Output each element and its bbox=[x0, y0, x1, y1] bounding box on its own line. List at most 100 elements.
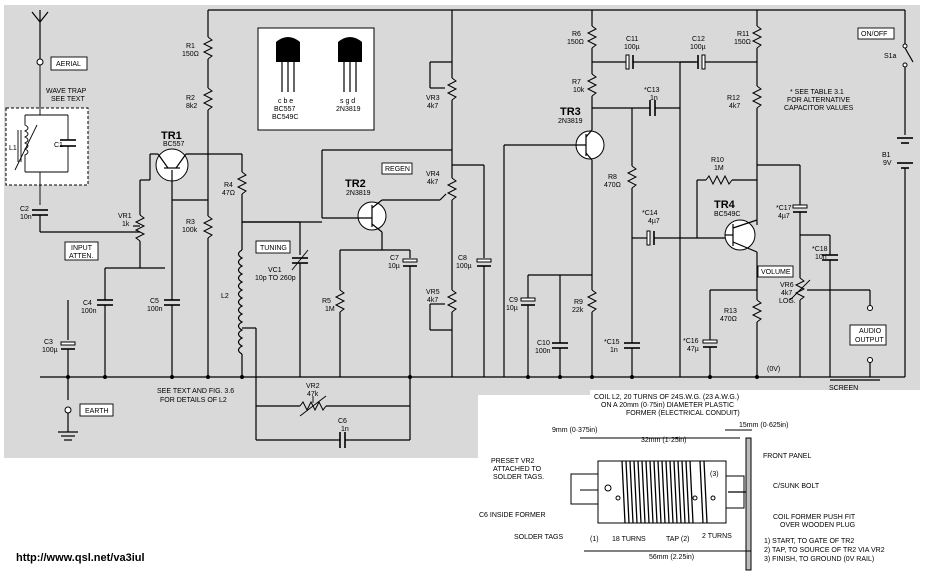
l2-note: SEE TEXT AND FIG. 3.6 bbox=[157, 388, 234, 395]
dim-15mm: 15mm (0·625in) bbox=[739, 422, 788, 429]
potentiometer-vr1 bbox=[133, 180, 146, 268]
vr4-value: 4k7 bbox=[427, 179, 438, 186]
resistor-r13 bbox=[710, 289, 763, 377]
push-fit-label-2: OVER WOODEN PLUG bbox=[780, 522, 855, 529]
resistor-r1 bbox=[202, 10, 214, 60]
capacitor-c2 bbox=[32, 209, 140, 233]
c10-value: 100n bbox=[535, 348, 551, 355]
volume-label: VOLUME bbox=[761, 269, 791, 276]
capacitor-c15 bbox=[624, 342, 640, 377]
capacitor-c8 bbox=[476, 165, 492, 377]
c12-value: 100µ bbox=[690, 44, 706, 51]
switch-s1a bbox=[902, 10, 914, 135]
potentiometer-vr5 bbox=[429, 289, 458, 377]
tuning-box bbox=[255, 240, 291, 254]
tr4-label: TR4 bbox=[714, 199, 736, 211]
resistor-r9 bbox=[586, 289, 598, 377]
turns-18-label: 18 TURNS bbox=[612, 536, 646, 543]
capacitor-c10 bbox=[552, 275, 568, 377]
capacitor-c12 bbox=[680, 54, 757, 70]
table-note-3: CAPACITOR VALUES bbox=[784, 105, 854, 112]
regen-label: REGEN bbox=[385, 166, 410, 173]
c18-label: *C18 bbox=[812, 246, 828, 253]
push-fit-label: COIL FORMER PUSH FIT bbox=[773, 514, 856, 521]
input-atten-label: INPUT bbox=[71, 245, 93, 252]
schematic-background bbox=[4, 5, 920, 458]
capacitor-c14 bbox=[632, 230, 725, 246]
vr1-value: 1k bbox=[122, 221, 130, 228]
audio-output-label-2: OUTPUT bbox=[855, 337, 885, 344]
c9-label: C9 bbox=[509, 297, 518, 304]
transistor-tr3 bbox=[503, 129, 605, 377]
l2-note-2: FOR DETAILS OF L2 bbox=[160, 397, 227, 404]
capacitor-c5 bbox=[164, 200, 180, 377]
tr1-type: BC557 bbox=[163, 141, 185, 148]
coil-legend-3: 3) FINISH, TO GROUND (0V RAIL) bbox=[764, 556, 874, 563]
input-atten-label-2: ATTEN. bbox=[69, 253, 93, 260]
r4-value: 47Ω bbox=[222, 190, 235, 197]
transistor-tr2 bbox=[242, 149, 452, 250]
capacitor-c18 bbox=[822, 235, 838, 377]
source-url: http://www.qsl.net/va3iul bbox=[16, 552, 145, 564]
preset-label-2: ATTACHED TO bbox=[493, 466, 542, 473]
wave-trap-label: WAVE TRAP bbox=[46, 88, 87, 95]
r11-label: R11 bbox=[737, 31, 749, 38]
preset-label-3: SOLDER TAGS. bbox=[493, 474, 544, 481]
tr1-label: TR1 bbox=[161, 130, 182, 142]
r1-value: 150Ω bbox=[182, 51, 199, 58]
preset-label: PRESET VR2 bbox=[491, 458, 535, 465]
tr2-type: 2N3819 bbox=[346, 190, 371, 197]
r11-value: 150Ω bbox=[734, 39, 751, 46]
capacitor-c7 bbox=[402, 250, 418, 377]
wave-trap-subtitle: SEE TEXT bbox=[51, 96, 85, 103]
r10-value: 1M bbox=[714, 165, 724, 172]
c9-value: 10µ bbox=[506, 305, 518, 312]
aerial-label-box bbox=[50, 56, 88, 71]
audio-output-terminals bbox=[830, 290, 880, 381]
input-atten-box bbox=[64, 241, 99, 261]
s1a-label: S1a bbox=[884, 53, 897, 60]
c13-value: 1n bbox=[650, 95, 658, 102]
potentiometer-vr6 bbox=[789, 235, 870, 377]
vr6-value: 4k7 bbox=[781, 290, 792, 297]
capacitor-c13 bbox=[592, 62, 681, 377]
r7-label: R7 bbox=[572, 79, 581, 86]
tuning-label: TUNING bbox=[260, 245, 287, 252]
r8-value: 470Ω bbox=[604, 182, 621, 189]
pinout-left-pins: c b e bbox=[278, 98, 293, 105]
tap-2-label: TAP (2) bbox=[666, 536, 689, 543]
pinout-right-pins: s g d bbox=[340, 98, 355, 105]
resistor-r6 bbox=[586, 10, 598, 74]
aerial-symbol bbox=[31, 10, 49, 66]
tr3-label: TR3 bbox=[560, 106, 581, 118]
r6-label: R6 bbox=[572, 31, 581, 38]
capacitor-c6 bbox=[256, 377, 411, 448]
screen-label: SCREEN bbox=[829, 385, 858, 392]
capacitor-c3 bbox=[60, 300, 76, 400]
potentiometer-vr2 bbox=[256, 395, 410, 417]
earth-symbol bbox=[58, 406, 78, 441]
regen-box bbox=[381, 162, 413, 175]
capacitor-c16 bbox=[702, 290, 718, 377]
wave-trap-circuit bbox=[5, 65, 89, 205]
aerial-label: AERIAL bbox=[56, 61, 81, 68]
l2-label: L2 bbox=[221, 293, 229, 300]
c11-label: C11 bbox=[626, 36, 638, 43]
pinout-left-type-2: BC549C bbox=[272, 114, 298, 121]
vr3-label: VR3 bbox=[426, 95, 440, 102]
zero-v-label: (0V) bbox=[767, 366, 780, 373]
volume-box bbox=[757, 265, 794, 278]
resistor-r11 bbox=[751, 10, 763, 86]
transistor-tr1 bbox=[140, 148, 242, 200]
c3-label: C3 bbox=[44, 339, 53, 346]
vc1-value: 10p TO 260p bbox=[255, 275, 296, 282]
r13-label: R13 bbox=[724, 308, 737, 315]
r3-value: 100k bbox=[182, 227, 198, 234]
b1-label: B1 bbox=[882, 152, 891, 159]
c16-value: 47µ bbox=[687, 346, 699, 353]
r12-value: 4k7 bbox=[729, 103, 740, 110]
on-off-box bbox=[857, 27, 895, 40]
c18-value: 10n bbox=[815, 254, 827, 261]
vr6-taper: LOG. bbox=[779, 298, 796, 305]
